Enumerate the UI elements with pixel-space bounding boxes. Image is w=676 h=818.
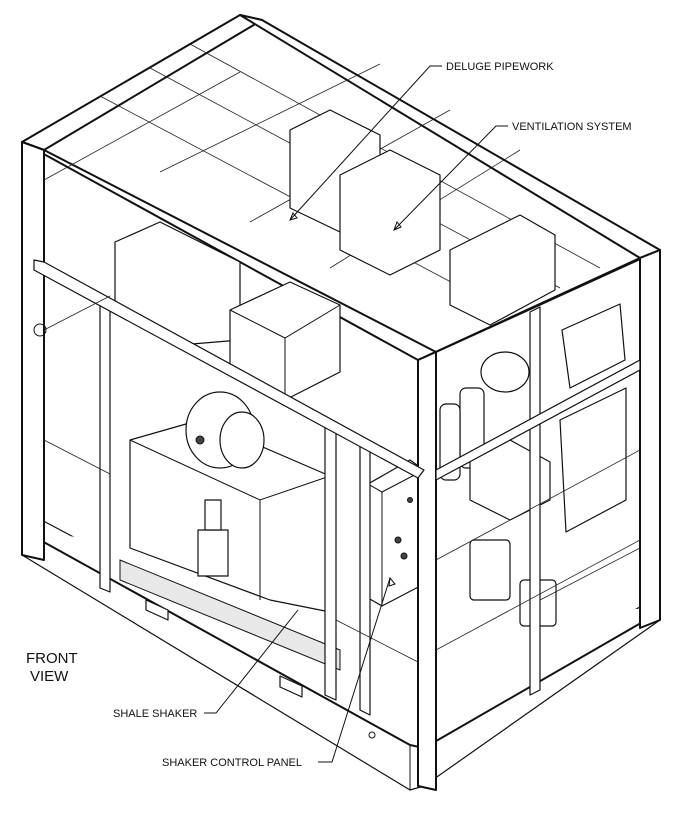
- front-view-label-line2: VIEW: [30, 668, 69, 685]
- front-view-label-line1: FRONT: [26, 650, 78, 667]
- shaker-control-panel-leader: [318, 577, 391, 763]
- deluge-pipework-label: DELUGE PIPEWORK: [446, 61, 554, 73]
- ventilation-system-leader: [393, 125, 508, 231]
- shaker-control-panel-label: SHAKER CONTROL PANEL: [162, 757, 302, 769]
- shale-shaker-leader: [204, 609, 299, 714]
- shale-shaker-label: SHALE SHAKER: [113, 708, 197, 720]
- base-skid: [21, 514, 661, 791]
- deluge-pipework-leader: [289, 65, 442, 221]
- lifting-slot: [279, 675, 303, 698]
- lifting-slot: [145, 599, 169, 621]
- ventilation-system-label: VENTILATION SYSTEM: [512, 121, 632, 133]
- drain-hole: [368, 731, 376, 739]
- callout-leaders: [204, 65, 508, 763]
- frame-posts: [21, 71, 661, 791]
- callout-labels: DELUGE PIPEWORK VENTILATION SYSTEM FRONT…: [26, 61, 632, 769]
